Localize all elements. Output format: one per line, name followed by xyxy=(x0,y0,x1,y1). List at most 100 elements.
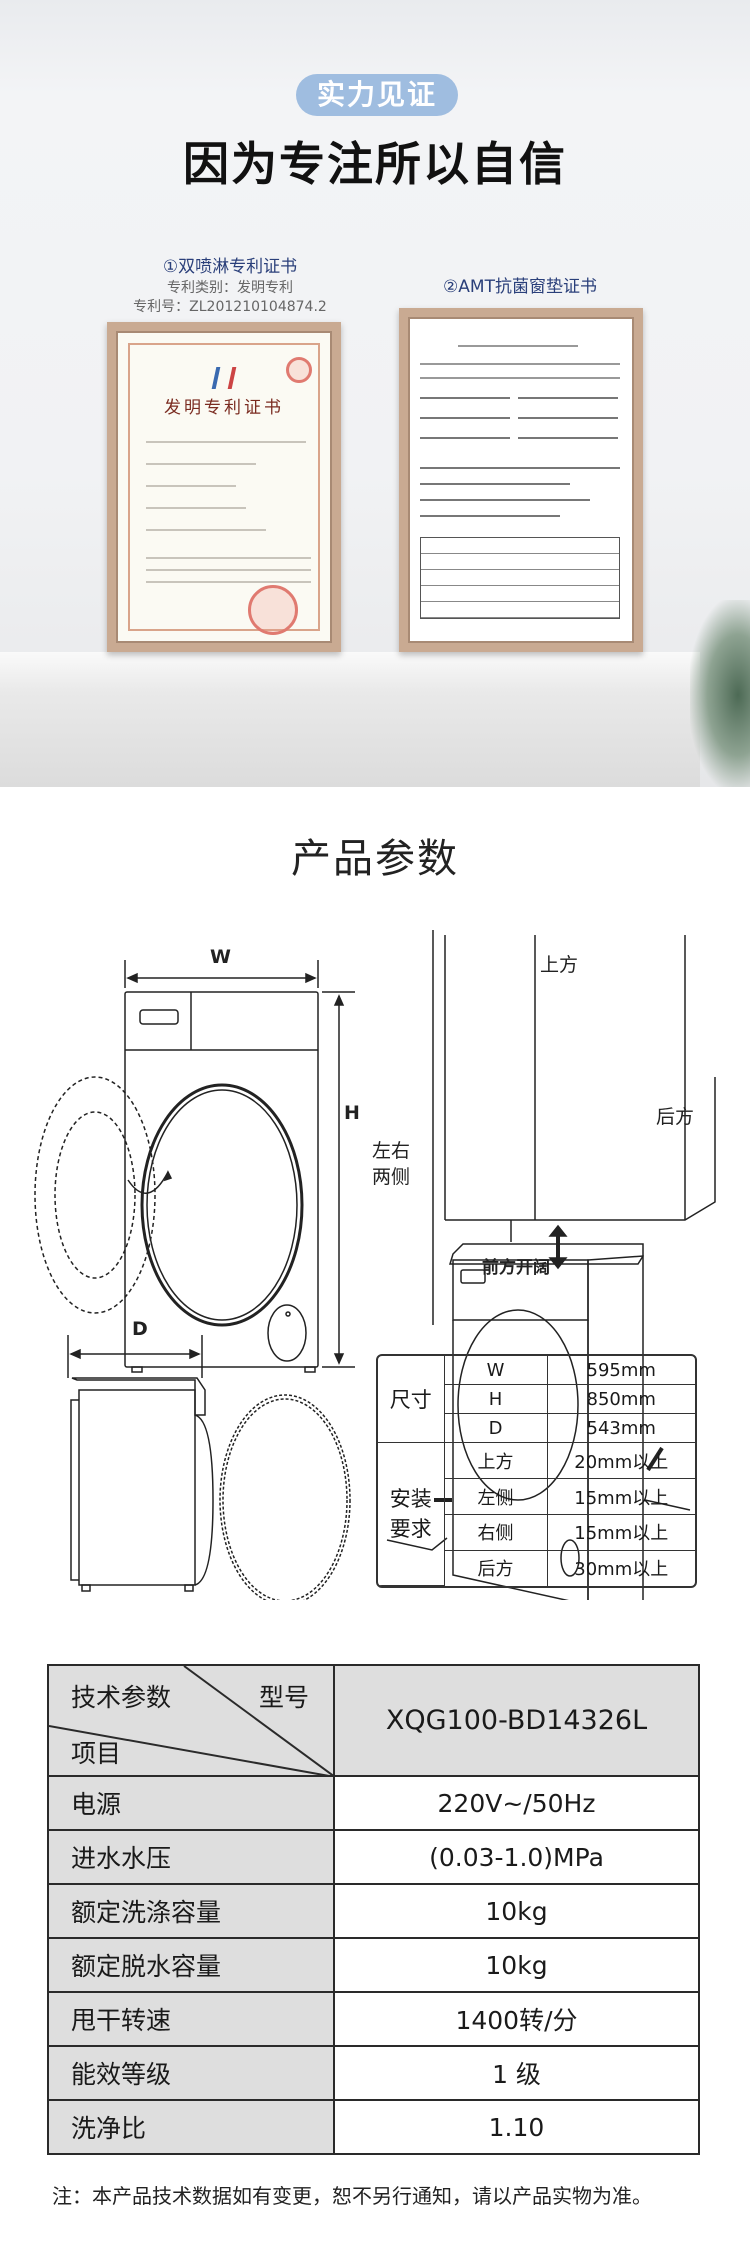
results-table-graphic xyxy=(420,537,620,619)
spec-header-row: 技术参数 型号 项目 XQG100-BD14326L xyxy=(47,1664,700,1777)
text-line xyxy=(518,437,618,439)
sides-clearance-label-1: 左右 xyxy=(372,1140,411,1162)
spec-key: 进水水压 xyxy=(47,1829,335,1885)
text-line xyxy=(146,581,311,583)
section-badge: 实力见证 xyxy=(296,74,458,116)
clearance-value: 30mm以上 xyxy=(546,1549,695,1586)
spec-value: 1400转/分 xyxy=(333,1991,700,2047)
dimension-key: H xyxy=(444,1384,548,1415)
text-line xyxy=(146,557,311,559)
clearance-value: 15mm以上 xyxy=(546,1478,695,1515)
banner-title: 因为专注所以自信 xyxy=(183,137,567,191)
model-number: XQG100-BD14326L xyxy=(333,1664,700,1777)
dimension-value: 543mm xyxy=(546,1413,695,1444)
install-label-line-2: 要求 xyxy=(389,1517,432,1542)
back-clearance-label: 后方 xyxy=(656,1106,695,1128)
width-label: W xyxy=(210,946,231,968)
spec-value: 10kg xyxy=(333,1883,700,1939)
front-view-diagram xyxy=(34,960,355,1373)
spec-key: 洗净比 xyxy=(47,2099,335,2155)
text-line xyxy=(420,397,510,399)
text-line xyxy=(420,437,510,439)
text-line xyxy=(420,515,560,517)
text-line xyxy=(146,441,306,443)
spec-value: 1.10 xyxy=(333,2099,700,2155)
text-line xyxy=(146,507,246,509)
dimension-key: W xyxy=(443,1356,548,1386)
clearance-key: 上方 xyxy=(443,1442,548,1480)
patent-certificate-frame: 发明专利证书 xyxy=(107,322,341,652)
spec-value: (0.03-1.0)MPa xyxy=(333,1829,700,1885)
table-row: 进水水压(0.03-1.0)MPa xyxy=(47,1829,700,1885)
text-line xyxy=(420,377,620,379)
text-line xyxy=(420,363,620,365)
spec-value: 1 级 xyxy=(333,2045,700,2101)
install-label-line-1: 安装 xyxy=(389,1487,432,1512)
clearance-key: 右侧 xyxy=(444,1513,548,1551)
side-view-diagram xyxy=(67,1335,351,1600)
clearance-value: 15mm以上 xyxy=(546,1513,695,1551)
spec-value: 220V~/50Hz xyxy=(333,1775,700,1831)
sides-clearance-label-2: 两侧 xyxy=(372,1166,411,1188)
shelf-background xyxy=(0,652,700,787)
text-line xyxy=(146,485,236,487)
header-item-label: 项目 xyxy=(71,1739,122,1768)
certificate-1-type: 专利类别：发明专利 xyxy=(167,280,293,296)
table-row: 安装要求 上方 20mm以上 xyxy=(378,1442,695,1586)
depth-label: D xyxy=(132,1318,148,1340)
text-line xyxy=(146,463,256,465)
spec-key: 额定脱水容量 xyxy=(47,1937,335,1993)
seal-icon xyxy=(248,585,298,635)
clearance-value: 20mm以上 xyxy=(546,1442,695,1480)
certificate-2-caption: ②AMT抗菌窗垫证书 xyxy=(443,277,597,297)
spec-key: 额定洗涤容量 xyxy=(47,1883,335,1939)
section-title: 产品参数 xyxy=(291,836,459,882)
text-line xyxy=(420,499,590,501)
seal-icon xyxy=(286,357,312,383)
dimension-value: 850mm xyxy=(546,1384,695,1415)
spec-key: 电源 xyxy=(47,1775,335,1831)
antibacterial-certificate-frame xyxy=(399,308,643,652)
text-line xyxy=(420,467,620,469)
header-model-label: 型号 xyxy=(259,1683,310,1712)
height-label: H xyxy=(344,1102,360,1124)
clearance-key: 左侧 xyxy=(444,1478,548,1515)
front-clearance-label: 前方开阔 xyxy=(482,1258,550,1278)
certificates-banner: 实力见证 因为专注所以自信 ①双喷淋专利证书 专利类别：发明专利 专利号：ZL2… xyxy=(0,0,750,787)
text-line xyxy=(518,417,618,419)
size-group-label: 尺寸 xyxy=(378,1356,445,1444)
dimension-value: 595mm xyxy=(546,1356,695,1386)
certificate-1-number: 专利号：ZL201210104874.2 xyxy=(133,299,327,315)
header-param-label: 技术参数 xyxy=(71,1683,172,1712)
dimension-key: D xyxy=(444,1413,548,1444)
spec-key: 能效等级 xyxy=(47,2045,335,2101)
text-line xyxy=(420,417,510,419)
certificate-border xyxy=(128,343,320,631)
table-row: 尺寸 W 595mm xyxy=(378,1356,695,1444)
disclaimer-note: 注：本产品技术数据如有变更，恕不另行通知，请以产品实物为准。 xyxy=(52,2184,652,2208)
spec-value: 10kg xyxy=(333,1937,700,1993)
spec-header-corner: 技术参数 型号 项目 xyxy=(47,1664,335,1777)
plant-decoration xyxy=(690,600,750,787)
certificate-1-caption: ①双喷淋专利证书 xyxy=(162,257,298,277)
diagonal-lines xyxy=(49,1666,335,1777)
text-line xyxy=(518,397,618,399)
text-line xyxy=(420,483,570,485)
spec-key: 甩干转速 xyxy=(47,1991,335,2047)
certificate-doc-title: 发明专利证书 xyxy=(164,398,284,418)
text-line xyxy=(458,345,578,347)
top-clearance-label: 上方 xyxy=(540,954,579,976)
install-group-label: 安装要求 xyxy=(378,1442,445,1586)
text-line xyxy=(146,569,311,571)
clearance-key: 后方 xyxy=(444,1549,548,1586)
